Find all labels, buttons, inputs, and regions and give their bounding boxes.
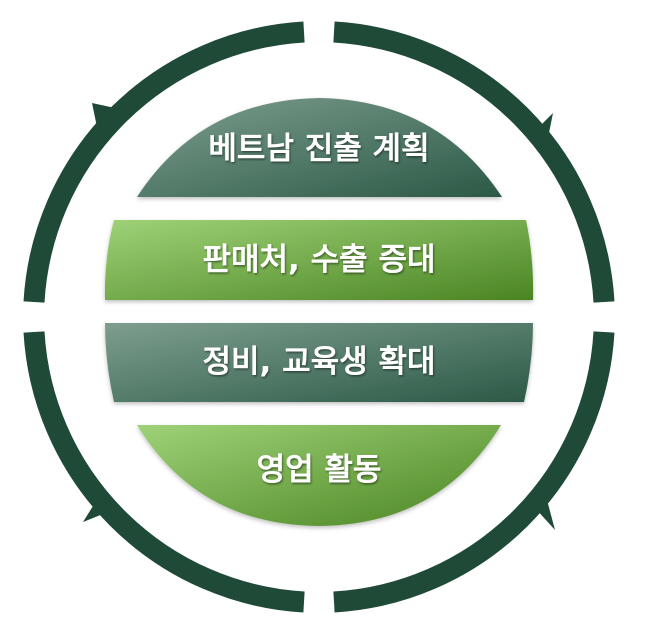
ring-arrowhead-top-right-icon (538, 113, 553, 138)
band-stack: 베트남 진출 계획 판매처, 수출 증대 정비, 교육생 확대 영업 활동 (104, 98, 534, 526)
ring-segment-top-right (333, 21, 615, 303)
ring-segment-top-left (23, 21, 305, 303)
band-3: 정비, 교육생 확대 (105, 323, 533, 402)
ring-arrowhead-top-left-icon (92, 103, 115, 127)
band-1-shape (137, 98, 502, 197)
band-4-label: 영업 활동 (257, 452, 382, 488)
band-3-shape (105, 323, 533, 402)
ring-arrowhead-bottom-left-icon (83, 498, 108, 522)
ring-segment-bottom-right (333, 331, 615, 613)
ring-arrowhead-bottom-right-icon (535, 500, 555, 530)
band-4: 영업 활동 (137, 425, 501, 526)
band-2-shape (104, 220, 534, 300)
cycle-ring (23, 21, 615, 613)
band-2: 판매처, 수출 증대 (104, 220, 534, 300)
band-1: 베트남 진출 계획 (137, 98, 502, 197)
ring-segment-bottom-left (23, 331, 305, 613)
band-4-shape (137, 425, 501, 526)
band-1-label: 베트남 진출 계획 (208, 131, 429, 167)
band-2-label: 판매처, 수출 증대 (202, 242, 435, 278)
band-3-label: 정비, 교육생 확대 (202, 344, 435, 380)
